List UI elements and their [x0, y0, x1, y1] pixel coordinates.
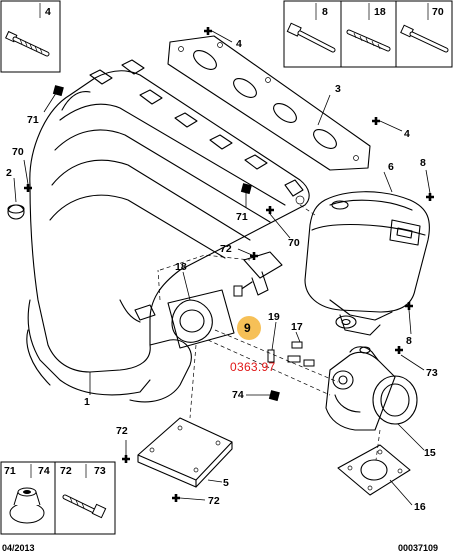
leader-lines	[13, 30, 431, 506]
air-resonator	[304, 191, 430, 336]
throttle-body	[325, 346, 418, 431]
cross-marker	[266, 206, 274, 214]
hex-bolt-icon	[62, 494, 107, 519]
throttle-gasket	[337, 444, 411, 496]
cover-plate	[137, 417, 233, 488]
alignment-lines	[157, 204, 381, 461]
callout-2: 2	[6, 167, 12, 179]
callout-18: 18	[175, 261, 187, 273]
callout-8-bottom: 8	[406, 335, 412, 347]
manifold-gasket	[167, 35, 371, 171]
cross-marker	[24, 184, 32, 192]
flange-nut-icon	[9, 487, 45, 524]
inset-label-73: 73	[94, 465, 106, 477]
intake-manifold	[26, 59, 310, 403]
callout-5: 5	[223, 477, 229, 489]
footer-doc-number: 00037109	[398, 543, 438, 553]
inset-label-8: 8	[322, 6, 328, 18]
square-marker	[268, 390, 280, 402]
plug	[7, 204, 25, 220]
callout-4-right: 4	[404, 128, 410, 140]
callout-19: 19	[268, 311, 280, 323]
callout-1: 1	[84, 396, 90, 408]
cross-marker	[395, 346, 403, 354]
reference-code: 0363.97	[230, 360, 276, 374]
callout-71-mid: 71	[236, 211, 248, 223]
callout-16: 16	[414, 501, 426, 513]
callout-labels: 4 3 4 71 70 2 6 8 71 70 72 18 9 19 17 8 …	[6, 38, 438, 513]
highlight-marker	[237, 316, 261, 340]
callout-70-left: 70	[12, 146, 24, 158]
square-marker	[240, 183, 252, 195]
cross-marker	[204, 27, 212, 35]
cross-marker	[426, 193, 434, 201]
cross-marker	[122, 455, 130, 463]
callout-73: 73	[426, 367, 438, 379]
callout-74: 74	[232, 389, 244, 401]
callout-8-top: 8	[420, 157, 426, 169]
flange-bolt-icon	[286, 22, 336, 53]
inset-label-72: 72	[60, 465, 72, 477]
long-bolt-icon	[400, 24, 449, 53]
footer-date: 04/2013	[2, 543, 35, 553]
stud-icon	[346, 29, 391, 52]
inset-label-4: 4	[45, 6, 51, 18]
callout-72-left: 72	[116, 425, 128, 437]
callout-6: 6	[388, 161, 394, 173]
callout-72-mid: 72	[220, 243, 232, 255]
pressure-sensor	[233, 251, 283, 297]
callout-72-bottom: 72	[208, 495, 220, 507]
inset-label-18: 18	[374, 6, 386, 18]
callout-4-top: 4	[236, 38, 242, 50]
callout-70-mid: 70	[288, 237, 300, 249]
callout-71-top: 71	[27, 114, 39, 126]
bolt-icon	[5, 30, 50, 57]
inset-label-71: 71	[4, 465, 16, 477]
inset-box-bolt-4: 4	[0, 0, 61, 73]
cross-marker	[405, 302, 413, 310]
square-marker	[52, 85, 64, 97]
inset-label-70: 70	[432, 6, 444, 18]
fastener-markers	[24, 27, 434, 502]
callout-17: 17	[291, 321, 303, 333]
cross-marker	[172, 494, 180, 502]
callout-3: 3	[335, 83, 341, 95]
inset-box-bolts-8-18-70: 8 18 70	[283, 0, 453, 68]
inset-box-nut-and-bolt: 71 74 72 73	[0, 461, 116, 535]
small-fittings	[267, 315, 357, 367]
callout-15: 15	[424, 447, 436, 459]
cross-marker	[372, 117, 380, 125]
callout-9: 9	[244, 321, 251, 335]
cross-marker	[250, 252, 258, 260]
inset-label-74: 74	[38, 465, 50, 477]
